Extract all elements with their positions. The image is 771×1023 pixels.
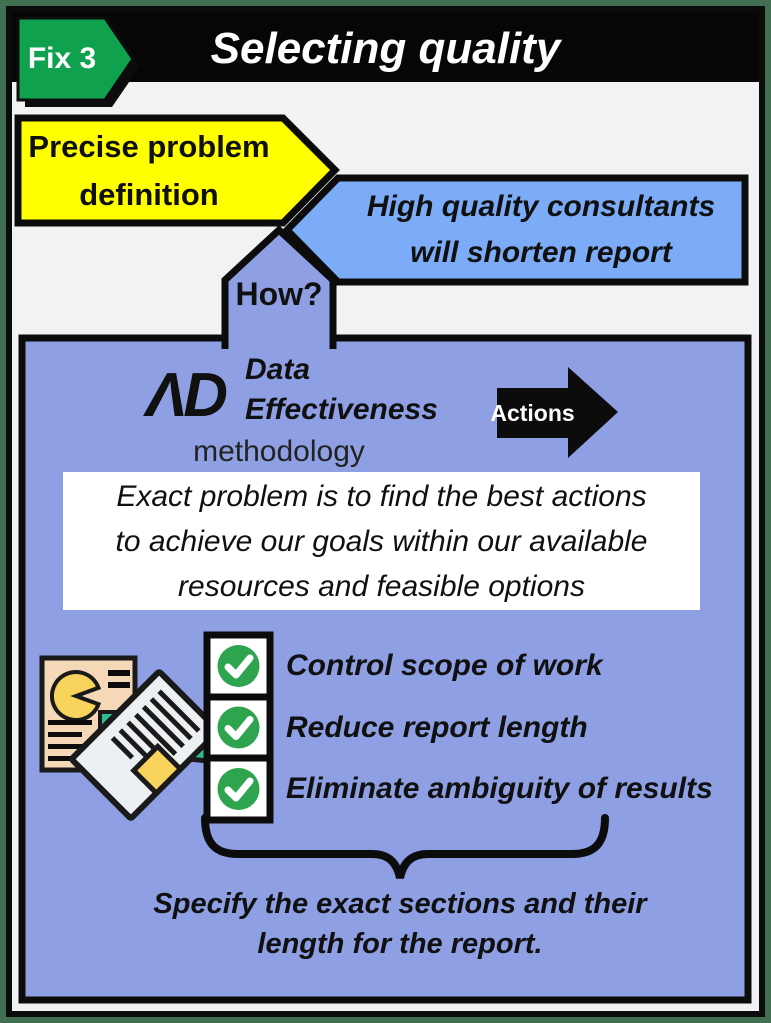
logo-name-line2: Effectiveness (245, 393, 438, 426)
actions-arrow-shape (497, 367, 618, 458)
checklist-boxes (203, 631, 274, 824)
statement-line-1: Exact problem is to find the best action… (116, 479, 647, 513)
cause-line-1: Precise problem (28, 129, 270, 164)
how-connector-label: How? (235, 275, 323, 312)
note-line-1: Specify the exact sections and their (153, 888, 647, 920)
how-connector-shape (221, 225, 337, 349)
documents-illustration (39, 655, 221, 821)
logo-name-line1: Data (245, 353, 311, 386)
effect-arrow-shape (282, 174, 749, 286)
statement-line-3: resources and feasible options (178, 569, 585, 603)
newspaper-icon (69, 669, 221, 821)
check-icon (217, 768, 260, 810)
effect-line-2: will shorten report (410, 236, 672, 269)
brace-icon (201, 814, 609, 879)
pie-chart-icon (50, 670, 102, 722)
logo-subtitle: methodology (193, 435, 365, 468)
fix-badge-label: Fix 3 (27, 42, 97, 75)
statement-line-2: to achieve our goals within our availabl… (115, 524, 648, 558)
ad-logo-icon: ΛD (145, 360, 228, 430)
checklist-item-2: Reduce report length (286, 710, 588, 744)
check-icon (217, 706, 260, 749)
page-title: Selecting quality (210, 24, 561, 73)
checklist-item-3: Eliminate ambiguity of results (286, 772, 713, 805)
note-line-2: length for the report. (257, 928, 543, 960)
check-icon (217, 645, 260, 687)
effect-line-1: High quality consultants (366, 190, 716, 223)
cause-line-2: definition (79, 177, 219, 212)
checklist-item-1: Control scope of work (286, 649, 603, 682)
actions-arrow-label: Actions (490, 400, 575, 426)
brace-note: Specify the exact sections and their len… (124, 884, 676, 964)
problem-statement: Exact problem is to find the best action… (63, 472, 700, 610)
cause-arrow-shape (14, 114, 340, 227)
diagram-shapes (14, 16, 752, 1004)
slide-frame: Fix 3 Selecting quality Precise problem … (6, 6, 765, 1017)
fix3-badge-shape (16, 16, 140, 107)
cause-arrow-text: Precise problem definition (20, 120, 278, 222)
panel-shape (18, 334, 752, 1004)
effect-arrow-text: High quality consultants will shorten re… (342, 180, 740, 280)
